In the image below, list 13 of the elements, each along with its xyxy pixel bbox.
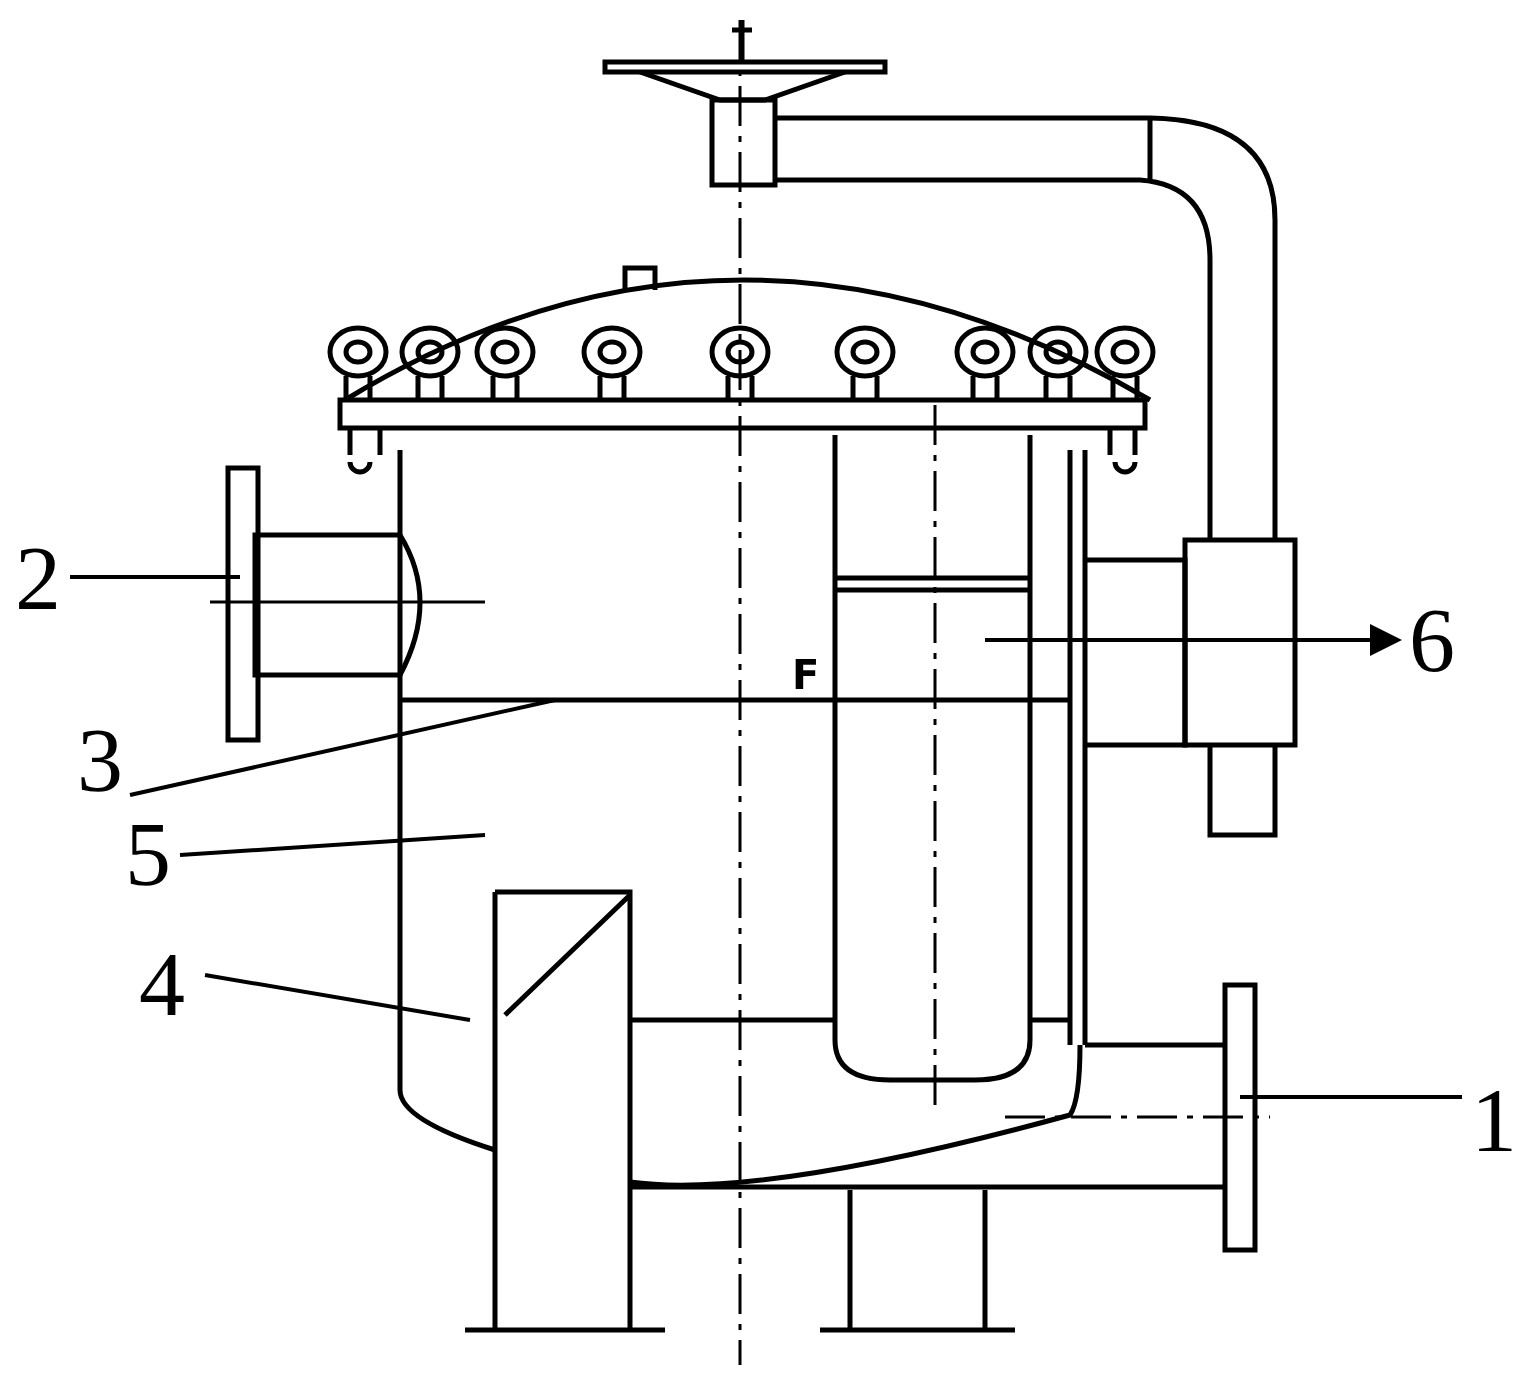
callout-number: 2 [10,532,66,624]
callout-number: 4 [134,938,190,1030]
leader-line [129,698,556,797]
callout-number: 6 [1404,594,1460,686]
leader-line [179,833,486,857]
leader-line [1240,1095,1462,1099]
arrow [985,624,1402,656]
callout-number: 3 [72,714,128,806]
callout-number: 1 [1466,1074,1522,1166]
part-letter: F [792,655,820,695]
callout-number: 5 [120,808,176,900]
leader-line [70,575,240,579]
leader-line [204,973,471,1022]
